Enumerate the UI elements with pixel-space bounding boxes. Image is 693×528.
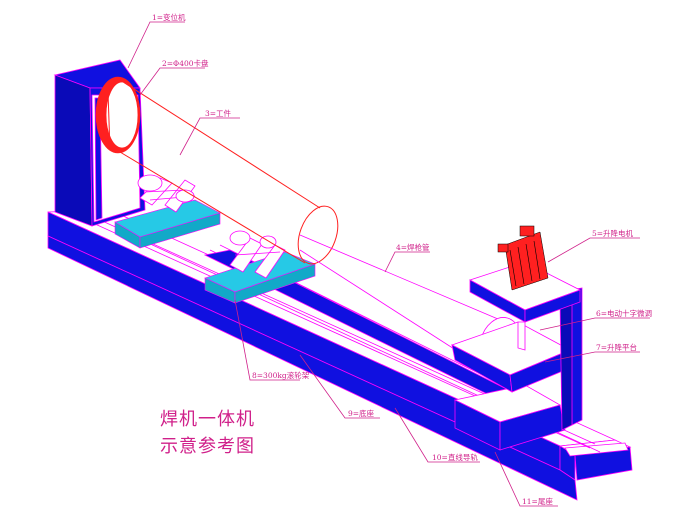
- workpiece: [107, 79, 339, 265]
- roller-stand-b: [204, 230, 316, 304]
- lifting-platform: [450, 287, 583, 431]
- label-lifting-platform: 7=升降平台: [596, 342, 637, 352]
- leader-lines: [127, 21, 650, 507]
- electric-cross-slide: [468, 261, 582, 351]
- label-chuck: 2=Φ400卡盘: [162, 58, 209, 68]
- roller-stand-a: [114, 174, 221, 249]
- chuck-400: [95, 76, 141, 154]
- label-welding-gun-tube: 4=焊枪管: [396, 242, 430, 252]
- label-positioner: 1=变位机: [152, 12, 186, 22]
- tailstock: [453, 384, 566, 451]
- diagram-title-line2: 示意参考图: [160, 436, 255, 457]
- diagram-title-line1: 焊机一体机: [160, 409, 255, 430]
- label-workpiece: 3=工件: [205, 108, 232, 118]
- label-lifting-motor: 5=升降电机: [592, 228, 634, 238]
- label-electric-cross-slide: 6=电动十字微调: [596, 308, 652, 318]
- label-base: 9=底座: [348, 408, 375, 418]
- label-tailstock: 11=尾座: [522, 496, 553, 506]
- lifting-motor: [497, 225, 549, 291]
- label-roller-stand: 8=300kg滚轮架: [252, 370, 310, 380]
- label-linear-guide: 10=直线导轨: [432, 452, 478, 462]
